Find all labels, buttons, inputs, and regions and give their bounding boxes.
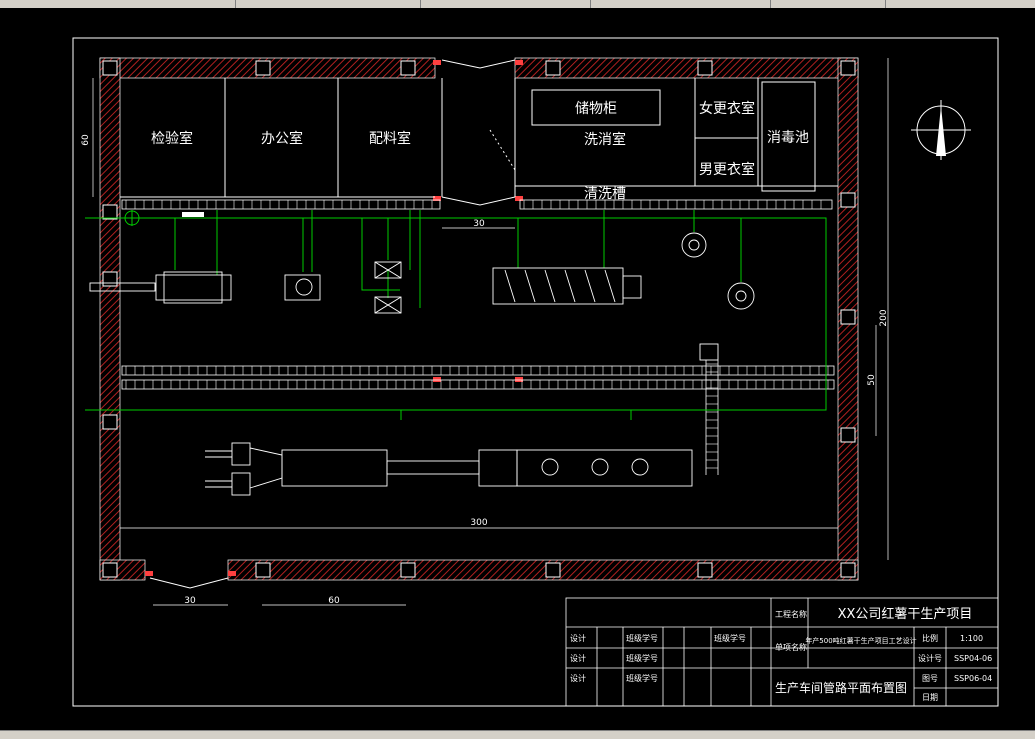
conveyor-lines [121, 199, 835, 475]
room-male-locker: 男更衣室 [699, 161, 755, 178]
partitions [120, 59, 838, 589]
room-storage-cabinet: 储物柜 [575, 101, 617, 117]
svg-text:50: 50 [867, 374, 877, 386]
svg-text:SSP04-06: SSP04-06 [954, 654, 992, 663]
toolbar-divider [235, 0, 236, 8]
label-strip [182, 212, 204, 217]
room-disinfection-pool: 消毒池 [767, 130, 809, 146]
svg-text:60: 60 [81, 134, 91, 146]
svg-text:设计: 设计 [570, 633, 586, 643]
svg-text:设计: 设计 [570, 673, 586, 683]
dimension-lines [92, 58, 889, 606]
svg-text:SSP06-04: SSP06-04 [954, 674, 992, 683]
status-bar [0, 730, 1035, 739]
svg-text:30: 30 [184, 596, 196, 606]
room-inspection: 检验室 [151, 130, 193, 147]
dimension-texts: 60 30 200 50 300 30 60 [81, 134, 889, 606]
svg-text:300: 300 [470, 518, 487, 528]
conveyor-ticks [125, 200, 829, 469]
svg-text:设计号: 设计号 [918, 653, 942, 663]
title-block [565, 597, 999, 707]
svg-text:60: 60 [328, 596, 340, 606]
room-wash-tank: 清洗槽 [584, 186, 626, 202]
building-walls [99, 57, 859, 581]
room-female-locker: 女更衣室 [699, 100, 755, 117]
pipelines [85, 210, 827, 420]
unit-label: 单项名称 [775, 642, 807, 652]
project-label: 工程名称 [775, 609, 807, 619]
svg-text:比例: 比例 [922, 633, 938, 643]
columns [102, 60, 856, 578]
room-batching: 配料室 [369, 130, 411, 147]
svg-text:30: 30 [473, 219, 485, 229]
toolbar-divider [885, 0, 886, 8]
toolbar-divider [420, 0, 421, 8]
drawing-title: 生产车间管路平面布置图 [775, 680, 907, 695]
drawing-canvas[interactable]: 检验室 办公室 配料室 储物柜 洗消室 女更衣室 男更衣室 消毒池 清洗槽 [0, 8, 1035, 730]
title-block-texts: 工程名称 XX公司红薯干生产项目 单项名称 年产500吨红薯干生产项目工艺设计 … [570, 606, 992, 702]
drawing-frame [72, 37, 999, 707]
svg-text:班级学号: 班级学号 [714, 633, 746, 643]
valve-icon [124, 210, 140, 226]
svg-text:200: 200 [879, 309, 889, 326]
svg-text:1:100: 1:100 [960, 634, 983, 643]
svg-text:日期: 日期 [922, 693, 938, 702]
equipment [89, 232, 755, 496]
toolbar-divider [590, 0, 591, 8]
project-name: XX公司红薯干生产项目 [838, 606, 973, 622]
svg-text:图号: 图号 [922, 674, 938, 683]
unit-name: 年产500吨红薯干生产项目工艺设计 [805, 636, 916, 645]
room-office: 办公室 [261, 130, 303, 147]
svg-text:班级学号: 班级学号 [626, 673, 658, 683]
svg-text:设计: 设计 [570, 653, 586, 663]
svg-text:班级学号: 班级学号 [626, 653, 658, 663]
floor-plan: 检验室 办公室 配料室 储物柜 洗消室 女更衣室 男更衣室 消毒池 清洗槽 [72, 37, 999, 707]
north-arrow-icon [911, 100, 971, 160]
room-labels: 检验室 办公室 配料室 储物柜 洗消室 女更衣室 男更衣室 消毒池 清洗槽 [151, 100, 809, 202]
door-markers [145, 60, 523, 576]
toolbar-divider [770, 0, 771, 8]
svg-text:班级学号: 班级学号 [626, 633, 658, 643]
room-washroom: 洗消室 [584, 131, 626, 148]
